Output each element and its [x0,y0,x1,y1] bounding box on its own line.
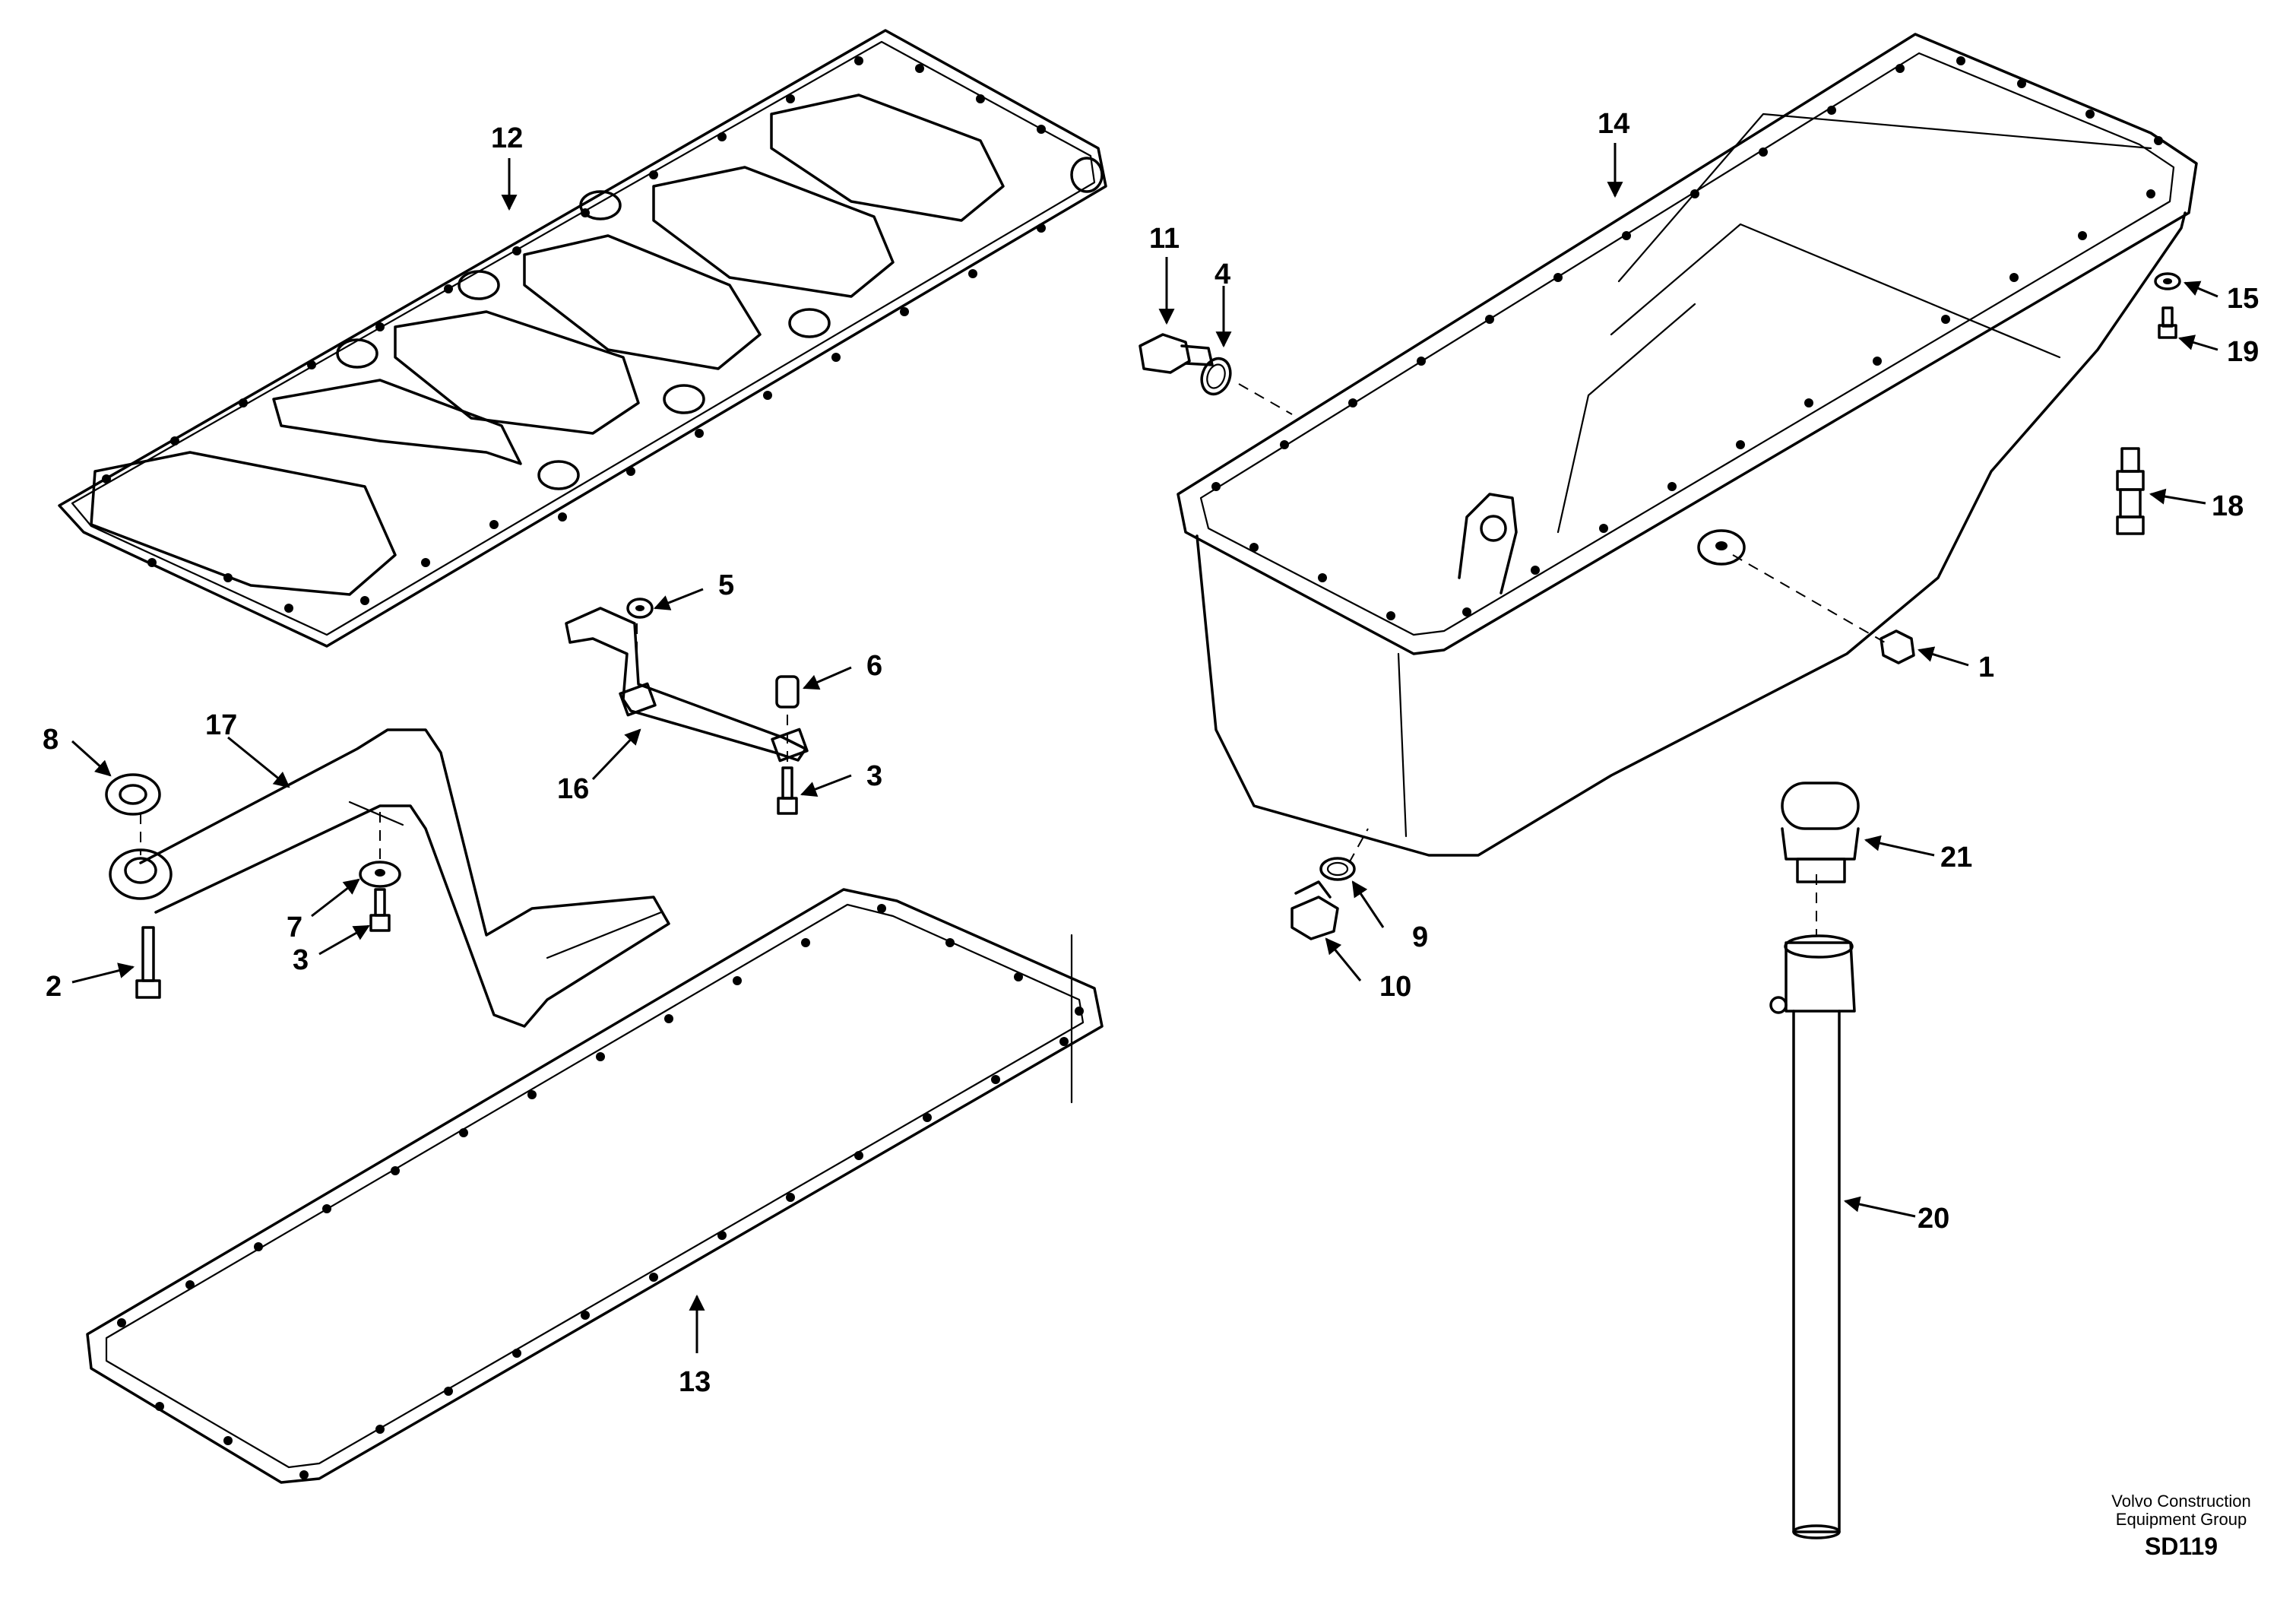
dipstick-tube-20 [1769,934,1856,1539]
callout-12: 12 [491,122,523,154]
callout-7: 7 [287,912,302,943]
credit-line-1: Volvo Construction [2111,1492,2250,1511]
bolt-3-right [777,766,798,815]
callout-4: 4 [1215,258,1230,290]
callout-20: 20 [1918,1203,1949,1235]
assembly-line [1348,828,1369,864]
callout-10: 10 [1379,971,1411,1003]
callout-17: 17 [205,709,237,741]
callout-15: 15 [2227,283,2259,315]
washer-15 [2154,272,2181,290]
sealing-ring-4 [1200,357,1232,396]
callout-14: 14 [1598,108,1629,140]
washer-7 [359,861,401,888]
callout-3a: 3 [866,760,882,792]
assembly-line [1732,554,1886,643]
drain-plug-11 [1138,333,1214,374]
callout-19: 19 [2227,336,2259,368]
callout-2: 2 [46,971,62,1003]
bolt-2 [135,926,161,999]
gasket-13 [86,888,1104,1484]
drawing-code: SD119 [2145,1533,2218,1560]
credit-line-2: Equipment Group [2116,1510,2247,1529]
callout-8: 8 [43,724,59,756]
gasket-12 [58,29,1107,648]
sealing-ring-9 [1319,857,1356,881]
assembly-line [1238,383,1293,415]
bolt-19 [2158,306,2177,339]
callout-9: 9 [1412,921,1428,953]
nut-1 [1880,629,1915,664]
callout-18: 18 [2212,490,2244,522]
bracket-16 [565,607,809,763]
flange-gasket-8 [105,773,161,816]
callout-5: 5 [718,569,734,601]
bolt-3-left [369,888,391,932]
callout-13: 13 [679,1366,711,1398]
callout-21: 21 [1940,842,1972,874]
callout-3b: 3 [293,944,309,976]
nut-5 [626,598,654,619]
callout-16: 16 [557,773,589,805]
suction-pipe-17 [109,728,670,1028]
dipstick-cap-21 [1781,782,1860,883]
drain-plug-10 [1291,880,1339,940]
sensor-18 [2116,447,2145,535]
spacer-6 [775,675,800,709]
callout-1: 1 [1978,652,1994,683]
callout-6: 6 [866,650,882,682]
leader-lines [71,143,2218,1353]
callout-11: 11 [1149,223,1180,255]
oil-pan-14 [1177,33,2198,857]
